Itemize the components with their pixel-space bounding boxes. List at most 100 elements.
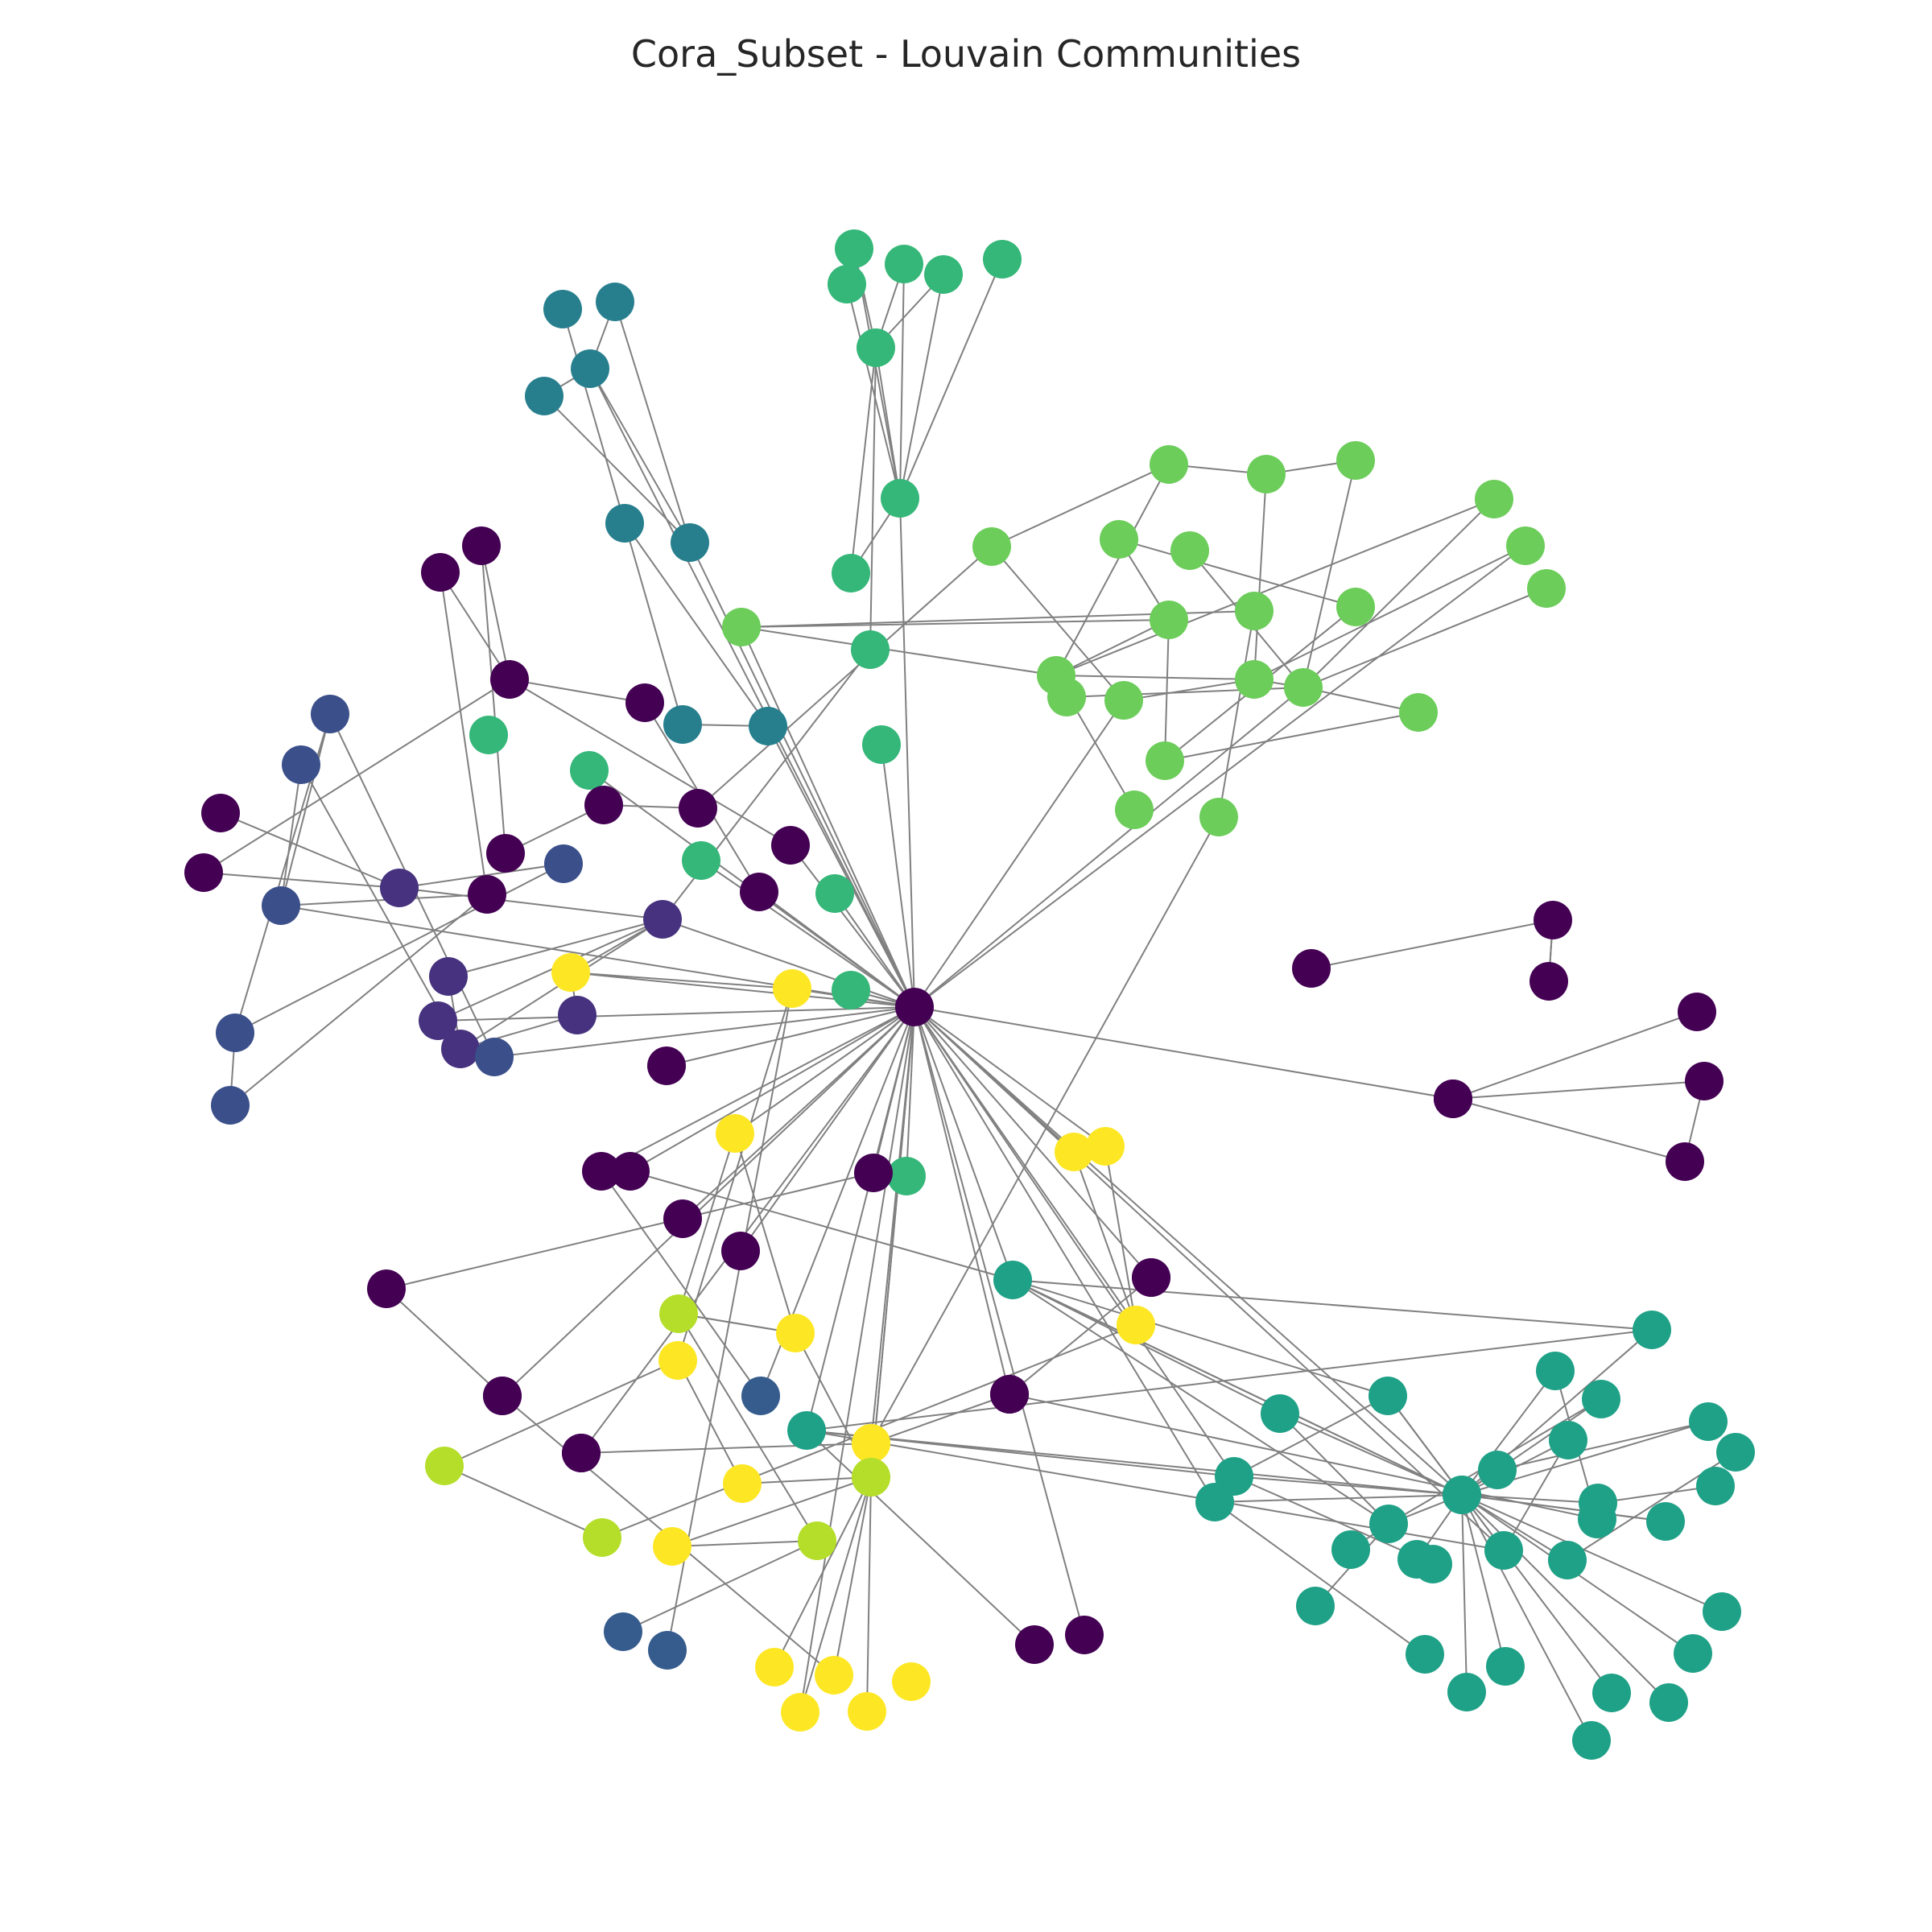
graph-node [486,834,525,873]
graph-node [625,683,664,722]
graph-edge [741,626,915,1008]
graph-node [543,290,582,328]
graph-node [1336,588,1375,626]
graph-edge [300,764,461,1050]
graph-node [1406,1635,1444,1674]
graph-edge [850,347,877,574]
graph-node [311,695,349,733]
graph-node [862,725,901,764]
graph-node [469,716,508,754]
graph-node [721,1232,760,1270]
graph-edge [1118,539,1356,608]
graph-node [659,1294,698,1333]
graph-edge [806,1430,1463,1496]
graph-node [1582,1380,1620,1418]
graph-edge [689,542,915,1008]
graph-edge [1218,610,1255,818]
graph-edge [398,887,663,920]
graph-edge [203,872,400,889]
graph-edge [833,1476,872,1676]
graph-node [848,1692,886,1731]
graph-node [1065,1616,1104,1654]
graph-node [983,240,1022,279]
graph-node [184,853,223,892]
graph-edge [1253,473,1267,680]
graph-node [740,873,778,911]
graph-node [1506,526,1545,565]
graph-edge [991,464,1170,547]
graph-node [647,1046,686,1085]
graph-edge [799,1006,915,1713]
graph-edge [678,1133,736,1315]
graph-edge [875,347,901,499]
graph-edge [846,283,901,499]
graph-edge [914,687,1304,1008]
graph-node [773,969,811,1008]
graph-node [924,255,963,294]
graph-title: Cora_Subset - Louvain Communities [630,32,1302,76]
graph-node [881,479,919,518]
graph-node [1292,949,1331,988]
graph-edge [1452,1098,1686,1162]
graph-edge [700,860,915,1008]
graph-edge [509,679,646,704]
graph-node [583,1518,621,1557]
graph-edge [866,1476,872,1712]
graph-edge [881,744,915,1008]
graph-edge [1279,1413,1463,1496]
graph-edge [1012,1279,1389,1525]
graph-node [854,1154,893,1192]
graph-edge [1253,545,1526,680]
graph-edge [444,1465,603,1538]
graph-node [475,1038,514,1076]
graph-edge [630,1170,1013,1281]
graph-node [1399,693,1438,732]
graph-node [1284,668,1323,707]
graph-node [892,1662,931,1701]
graph-node [1530,962,1568,1001]
graph-node [1195,1483,1234,1521]
graph-edge [622,1540,818,1633]
graph-node [483,1377,522,1415]
graph-node [1572,1721,1611,1760]
graph-node [1336,441,1375,480]
graph-edge [682,1006,915,1220]
graph-edge [741,626,1057,676]
graph-edge [1311,919,1554,969]
graph-node [1117,1306,1155,1344]
graph-edge [460,1014,578,1050]
graph-edge [589,368,691,543]
graph-node [1527,569,1566,608]
graph-edge [1012,1279,1281,1414]
graph-node [835,229,873,268]
graph-node [441,1030,480,1068]
graph-edge [1214,1501,1426,1655]
graph-edge [502,1006,915,1397]
graph-node [367,1269,406,1308]
graph-node [755,1648,794,1686]
graph-edge [509,679,791,846]
graph-node [1633,1311,1671,1349]
graph-node [1646,1502,1685,1541]
graph-edge [481,545,506,854]
graph-edge [448,919,663,977]
graph-node [425,1447,464,1485]
graph-node [544,844,583,883]
graph-node [1478,1451,1517,1489]
graph-node [1534,901,1572,939]
graph-edge [386,1172,874,1290]
graph-node [663,705,702,744]
graph-edge [1597,1485,1716,1504]
graph-edge [440,572,488,895]
graph-node [462,526,501,565]
graph-edge [1461,1494,1599,1504]
graph-edge [662,919,915,1008]
graph-edge [697,546,993,809]
nodes-layer [184,229,1755,1760]
graph-edge [914,545,1526,1008]
graph-edge [1164,712,1419,762]
graph-edge [899,263,905,499]
graph-node [1132,1258,1170,1297]
graph-edge [1009,1277,1152,1395]
graph-edge [624,522,769,727]
